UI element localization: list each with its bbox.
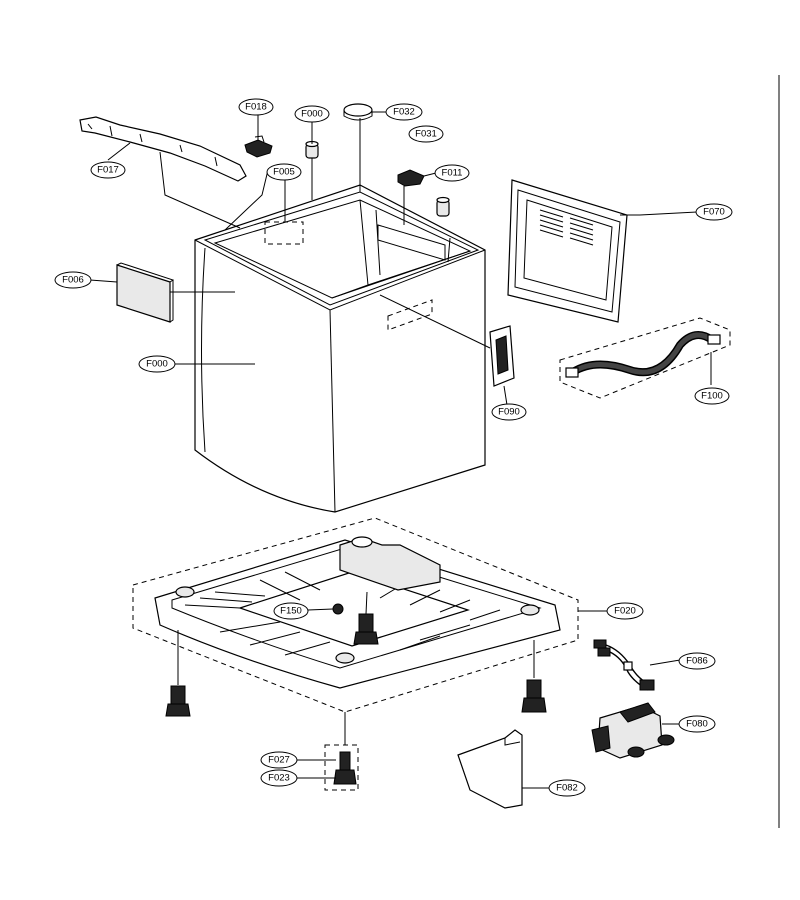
svg-text:F000: F000 [146,359,168,370]
label-f023: F023 [260,769,298,787]
label-f017: F017 [90,161,126,179]
label-f000-cap: F000 [294,105,330,123]
svg-text:F000: F000 [301,109,323,120]
wire-harness-part [593,639,655,691]
svg-text:F100: F100 [701,391,723,402]
label-f032: F032 [385,103,423,121]
small-cap-part [436,196,450,217]
label-f150: F150 [273,602,309,620]
right-clip-part [397,169,425,187]
label-f006: F006 [54,271,92,289]
clamp-part [343,103,373,121]
label-f005: F005 [266,163,302,181]
svg-text:F018: F018 [245,102,267,113]
svg-text:F031: F031 [415,129,437,140]
label-f020: F020 [606,602,644,620]
leveling-foot-right [521,640,547,713]
small-screw-part [332,603,344,615]
base-frame-part [132,517,579,713]
svg-text:F027: F027 [268,755,290,766]
label-f027: F027 [260,751,298,769]
hose-part [559,317,731,399]
svg-text:F017: F017 [97,165,119,176]
label-f080: F080 [678,715,716,733]
svg-text:F020: F020 [614,606,636,617]
svg-text:F090: F090 [498,407,520,418]
rear-panel-part [507,179,640,323]
svg-text:F032: F032 [393,107,415,118]
label-f090: F090 [491,403,527,421]
label-f082: F082 [548,779,586,797]
svg-text:F086: F086 [686,656,708,667]
leader-lines [89,111,712,789]
svg-text:F080: F080 [686,719,708,730]
svg-text:F070: F070 [703,207,725,218]
mounting-bracket-part [457,729,523,809]
svg-text:F005: F005 [273,167,295,178]
svg-text:F023: F023 [268,773,290,784]
label-f100: F100 [694,387,730,405]
cabinet-part [194,184,486,513]
svg-text:F006: F006 [62,275,84,286]
leveling-foot-detail [324,712,359,791]
svg-text:F011: F011 [442,168,463,179]
label-f070: F070 [695,203,733,221]
label-f018: F018 [238,98,274,116]
svg-text:F150: F150 [280,606,302,617]
access-panel-part [116,262,175,323]
switch-part [489,325,515,387]
svg-text:F082: F082 [556,783,578,794]
label-f086: F086 [678,652,716,670]
label-f000-cabinet: F000 [138,355,176,373]
top-bracket-part [79,116,247,182]
label-f031: F031 [408,125,444,143]
drain-pump-part [591,702,675,759]
label-f011: F011 [434,164,470,182]
leveling-foot-left [165,630,191,717]
leveling-foot-center [353,613,379,645]
